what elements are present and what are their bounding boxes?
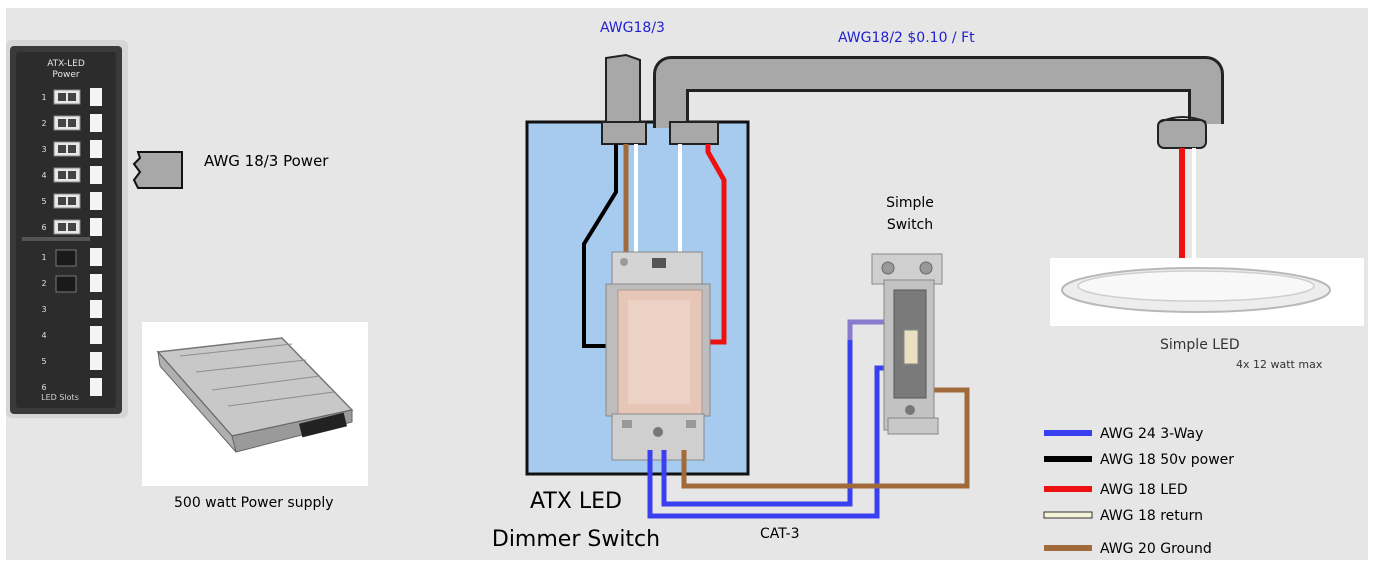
panel-label-strip (90, 114, 102, 132)
panel-label-strip (90, 218, 102, 236)
power-supply-image (142, 322, 368, 486)
panel-slot-number: 2 (41, 119, 46, 128)
panel-label-strip (90, 166, 102, 184)
simple-led-fixture (1050, 258, 1364, 326)
panel-connector (53, 115, 81, 131)
awg18-3-conduit (605, 53, 641, 125)
dimmer-label-line1: ATX LED (530, 489, 622, 514)
panel-connector (53, 141, 81, 157)
panel-label-strip (90, 352, 102, 370)
panel-footer: LED Slots (41, 393, 79, 402)
legend-label: AWG 20 Ground (1100, 541, 1212, 557)
panel-label-strip (90, 274, 102, 292)
wire-3way-outer (647, 365, 888, 519)
legend-label: AWG 18 return (1100, 508, 1203, 524)
conduit-clamp-power (601, 121, 647, 145)
awg18-2-conduit (656, 59, 1221, 128)
simple-switch-label-line1: Simple (886, 195, 934, 211)
awg18-3-label: AWG18/3 (600, 20, 665, 36)
legend-swatch (1044, 456, 1092, 462)
panel-label-strip (90, 248, 102, 266)
wire-50v-power (582, 144, 622, 348)
panel-label-strip (90, 326, 102, 344)
legend-swatch (1044, 486, 1092, 492)
panel-slot-number: 6 (41, 223, 46, 232)
cat3-label: CAT-3 (760, 526, 800, 542)
panel-label-strip (90, 140, 102, 158)
atx-led-power-panel: ATX-LED Power 1 2 3 4 5 6 1 2 3 4 5 6 LED Slots (6, 40, 128, 418)
conduit-clamp-dimmer (669, 121, 719, 145)
led-max-label: 4x 12 watt max (1236, 358, 1323, 371)
panel-title-line2: Power (52, 70, 80, 80)
wire-ground-cat3 (681, 387, 970, 489)
wire-led-dimmer (705, 144, 727, 345)
power-supply-label: 500 watt Power supply (174, 495, 334, 511)
panel-connector (53, 89, 81, 105)
panel-slot-number: 4 (41, 171, 46, 180)
panel-slot-number: 5 (41, 197, 46, 206)
conduit-clamp-led (1157, 119, 1207, 149)
legend-swatch (1044, 430, 1092, 436)
panel-slot-number: 6 (41, 383, 46, 392)
simple-led-label: Simple LED (1160, 337, 1240, 353)
panel-label-strip (90, 192, 102, 210)
simple-switch-label-line2: Switch (887, 217, 933, 233)
panel-slot-number: 1 (41, 253, 46, 262)
panel-connector (53, 167, 81, 183)
legend-label: AWG 18 LED (1100, 482, 1188, 498)
panel-connector (53, 193, 81, 209)
panel-title-line1: ATX-LED (47, 59, 85, 69)
simple-switch-device (871, 253, 943, 435)
panel-label-strip (90, 378, 102, 396)
legend-swatch (1043, 511, 1093, 519)
panel-label-strip (90, 300, 102, 318)
panel-led-port (55, 249, 77, 267)
panel-label-strip (90, 88, 102, 106)
legend-label: AWG 24 3-Way (1100, 426, 1203, 442)
panel-slot-number: 4 (41, 331, 46, 340)
dimmer-switch-device (605, 251, 711, 461)
power-cable-label: AWG 18/3 Power (204, 152, 329, 170)
panel-slot-number: 1 (41, 93, 46, 102)
panel-slot-number: 3 (41, 305, 46, 314)
power-cable-stub (132, 151, 183, 189)
awg18-2-label: AWG18/2 $0.10 / Ft (838, 30, 975, 46)
legend-label: AWG 18 50v power (1100, 452, 1234, 468)
panel-slot-number: 5 (41, 357, 46, 366)
dimmer-label-line2: Dimmer Switch (492, 527, 660, 552)
panel-slot-number: 2 (41, 279, 46, 288)
panel-slot-number: 3 (41, 145, 46, 154)
panel-connector (53, 219, 81, 235)
legend-swatch (1044, 545, 1092, 551)
panel-led-port (55, 275, 77, 293)
